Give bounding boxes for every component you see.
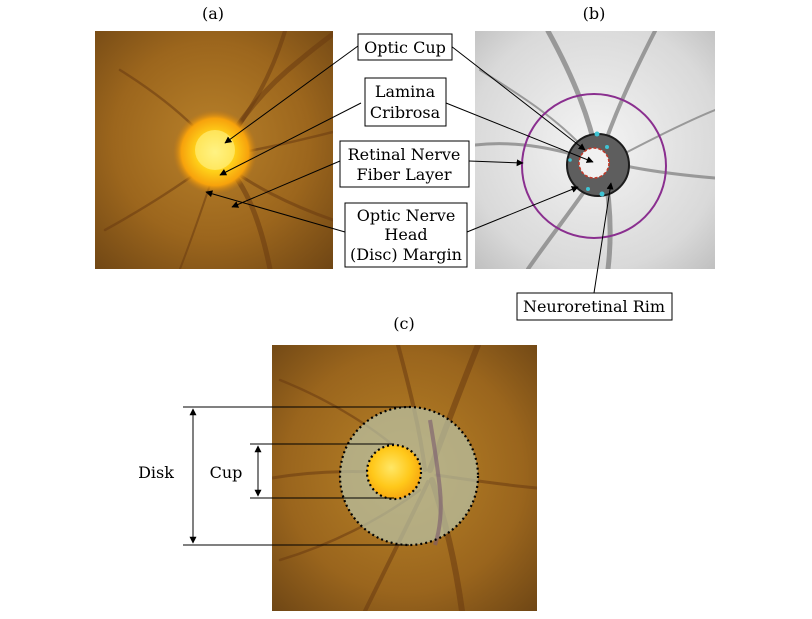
connectors-a — [205, 45, 362, 233]
label-neuroretinal-rim-text: Neuroretinal Rim — [523, 297, 665, 316]
label-onh-line2: Head — [384, 225, 427, 244]
cup-label: Cup — [210, 463, 243, 482]
label-rnfl-line1: Retinal Nerve — [348, 145, 461, 164]
dimension-lines — [183, 406, 409, 546]
label-optic-cup-text: Optic Cup — [364, 38, 446, 57]
connectors-b — [445, 45, 614, 294]
label-optic-nerve-head: Optic Nerve Head (Disc) Margin — [344, 202, 468, 268]
label-rnfl: Retinal Nerve Fiber Layer — [339, 140, 470, 188]
panel-label-b: (b) — [583, 4, 606, 23]
disk-outline — [338, 405, 480, 547]
label-neuroretinal-rim: Neuroretinal Rim — [516, 292, 673, 321]
label-onh-line3: (Disc) Margin — [350, 245, 462, 264]
label-optic-cup: Optic Cup — [357, 33, 453, 61]
panel-label-a: (a) — [202, 4, 224, 23]
label-rnfl-line2: Fiber Layer — [357, 165, 452, 184]
label-onh-line1: Optic Nerve — [357, 206, 456, 225]
panel-label-c: (c) — [393, 314, 414, 333]
fundus-image-c — [272, 345, 537, 611]
fundus-image-a — [95, 31, 333, 269]
label-lamina-line2: Cribrosa — [370, 103, 441, 122]
label-lamina-line1: Lamina — [375, 82, 436, 101]
cup-region-c — [367, 445, 421, 499]
disk-label: Disk — [138, 463, 174, 482]
grayscale-image-b — [475, 31, 715, 269]
label-lamina-cribrosa: Lamina Cribrosa — [364, 77, 447, 127]
cup-region — [579, 148, 609, 178]
cup-outline — [365, 443, 423, 501]
